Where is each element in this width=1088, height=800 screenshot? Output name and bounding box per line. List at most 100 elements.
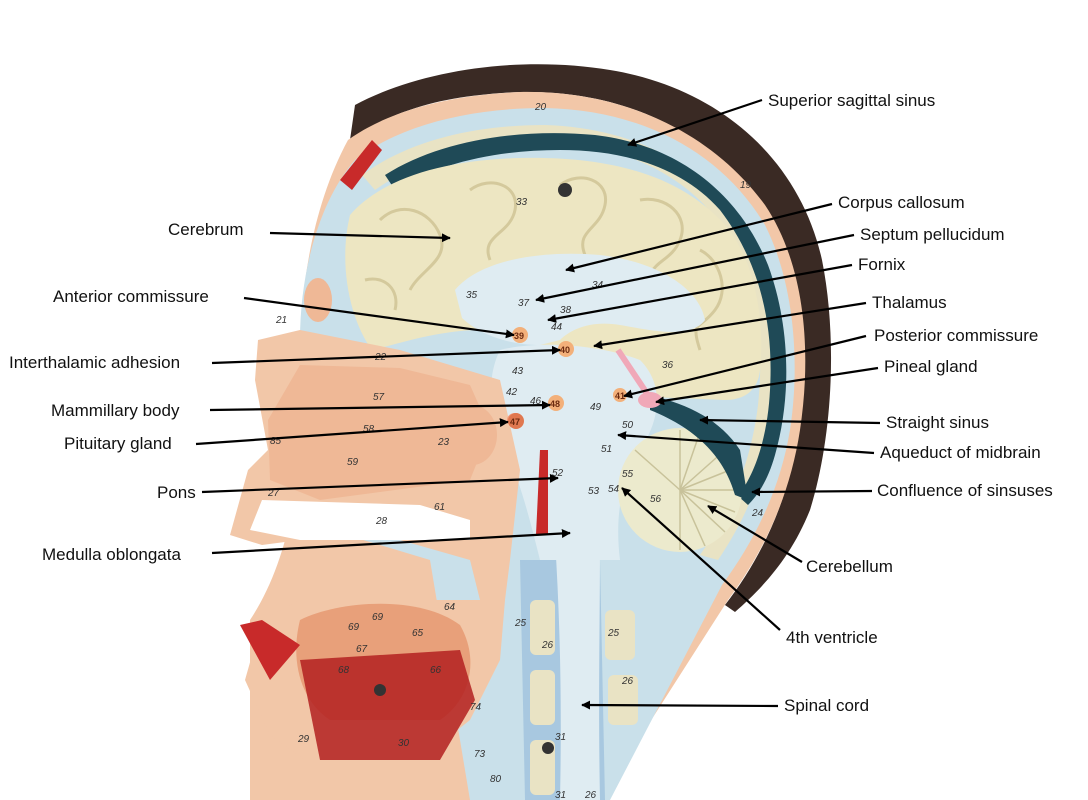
model-number: 39 <box>514 331 524 341</box>
label-straight-sinus: Straight sinus <box>886 413 989 432</box>
text-labels: Superior sagittal sinus Corpus callosum … <box>9 91 1053 715</box>
arrow-confluence-of-sinuses <box>751 487 873 497</box>
label-septum-pellucidum: Septum pellucidum <box>860 225 1005 244</box>
model-number: 25 <box>514 618 527 629</box>
palate <box>250 500 470 540</box>
label-posterior-commissure: Posterior commissure <box>874 326 1038 345</box>
model-number: 25 <box>607 628 620 639</box>
label-confluence-of-sinuses: Confluence of sinsuses <box>877 481 1053 500</box>
model-number: 69 <box>372 612 384 623</box>
spinal-cord-shape <box>555 540 600 800</box>
model-number: 57 <box>373 392 385 403</box>
model-number: 42 <box>506 387 518 398</box>
arrow-pons <box>201 473 559 494</box>
model-number: 67 <box>356 644 368 655</box>
model-number: 21 <box>275 315 287 326</box>
model-number: 85 <box>270 436 282 447</box>
model-number: 69 <box>348 622 360 633</box>
model-number: 23 <box>437 437 450 448</box>
model-number: 46 <box>530 396 542 407</box>
model-number: 58 <box>363 424 375 435</box>
model-number: 61 <box>434 502 445 513</box>
model-number: 27 <box>267 488 280 499</box>
straight-sinus-band <box>650 395 748 500</box>
model-number: 28 <box>375 516 388 527</box>
arrow-corpus-callosum <box>565 202 833 273</box>
model-screw-hole <box>558 183 572 197</box>
vertebrae <box>530 600 638 795</box>
corpus-callosum-region <box>455 253 705 345</box>
arrow-posterior-commissure <box>623 334 867 399</box>
model-screw-hole-neck <box>542 742 554 754</box>
model-number: 48 <box>550 399 560 409</box>
model-number: 64 <box>444 602 456 613</box>
label-arrows <box>195 98 881 710</box>
label-mammillary-body: Mammillary body <box>51 401 180 420</box>
arrow-mammillary-body <box>209 400 551 412</box>
arrow-straight-sinus <box>699 415 881 425</box>
label-fornix: Fornix <box>858 255 906 274</box>
label-interthalamic-adhesion: Interthalamic adhesion <box>9 353 180 372</box>
label-corpus-callosum: Corpus callosum <box>838 193 965 212</box>
model-number: 36 <box>662 360 674 371</box>
model-number: 26 <box>584 790 597 800</box>
model-number: 37 <box>518 298 530 309</box>
model-number: 34 <box>592 280 604 291</box>
label-pons: Pons <box>157 483 196 502</box>
arrow-cerebrum <box>269 231 451 243</box>
model-number: 20 <box>534 102 547 113</box>
label-cerebellum: Cerebellum <box>806 557 893 576</box>
model-number: 47 <box>510 417 520 427</box>
model-number: 66 <box>430 665 442 676</box>
model-number: 55 <box>622 469 634 480</box>
model-number: 68 <box>338 665 350 676</box>
number-markers <box>508 327 627 429</box>
sagittal-sinus-band <box>385 133 787 505</box>
model-number: 26 <box>621 676 634 687</box>
sphenoid-sinus <box>447 405 497 465</box>
label-anterior-commissure: Anterior commissure <box>53 287 209 306</box>
label-cerebrum: Cerebrum <box>168 220 244 239</box>
arrow-anterior-commissure <box>243 296 515 339</box>
pineal-stalk <box>615 348 651 397</box>
label-spinal-cord: Spinal cord <box>784 696 869 715</box>
model-number: 51 <box>601 444 612 455</box>
label-pituitary-gland: Pituitary gland <box>64 434 172 453</box>
model-number: 52 <box>552 468 564 479</box>
nasal-cavity <box>268 365 490 500</box>
arrow-fourth-ventricle <box>621 487 781 631</box>
head-model: 20 19 33 34 35 36 37 38 39 40 41 42 43 4… <box>230 64 832 800</box>
model-number: 31 <box>555 790 566 800</box>
label-fourth-ventricle: 4th ventricle <box>786 628 878 647</box>
arrow-superior-sagittal-sinus <box>627 98 763 147</box>
model-screw-hole-jaw <box>374 684 386 696</box>
arrow-pituitary-gland <box>195 418 509 446</box>
model-number: 53 <box>588 486 600 497</box>
model-number: 50 <box>622 420 634 431</box>
label-pineal-gland: Pineal gland <box>884 357 978 376</box>
arrow-aqueduct-of-midbrain <box>617 431 875 455</box>
model-number: 49 <box>590 402 602 413</box>
model-number: 24 <box>751 508 764 519</box>
arrow-medulla-oblongata <box>211 528 571 555</box>
arrow-cerebellum <box>707 505 803 563</box>
model-number: 41 <box>615 391 625 401</box>
model-number: 54 <box>608 484 620 495</box>
frontal-sinus <box>304 278 332 322</box>
model-number: 43 <box>512 366 524 377</box>
model-number: 56 <box>650 494 662 505</box>
arrow-spinal-cord <box>581 700 779 710</box>
model-numbers: 20 19 33 34 35 36 37 38 39 40 41 42 43 4… <box>267 102 764 800</box>
frontal-red-vessel <box>340 140 382 190</box>
model-number: 31 <box>555 732 566 743</box>
label-aqueduct-of-midbrain: Aqueduct of midbrain <box>880 443 1041 462</box>
arrow-thalamus <box>593 301 867 350</box>
model-number: 38 <box>560 305 572 316</box>
arrow-septum-pellucidum <box>535 233 855 303</box>
pons-artery <box>536 450 548 535</box>
pineal-gland-shape <box>638 392 662 408</box>
model-number: 80 <box>490 774 502 785</box>
label-superior-sagittal-sinus: Superior sagittal sinus <box>768 91 935 110</box>
model-number: 30 <box>398 738 410 749</box>
